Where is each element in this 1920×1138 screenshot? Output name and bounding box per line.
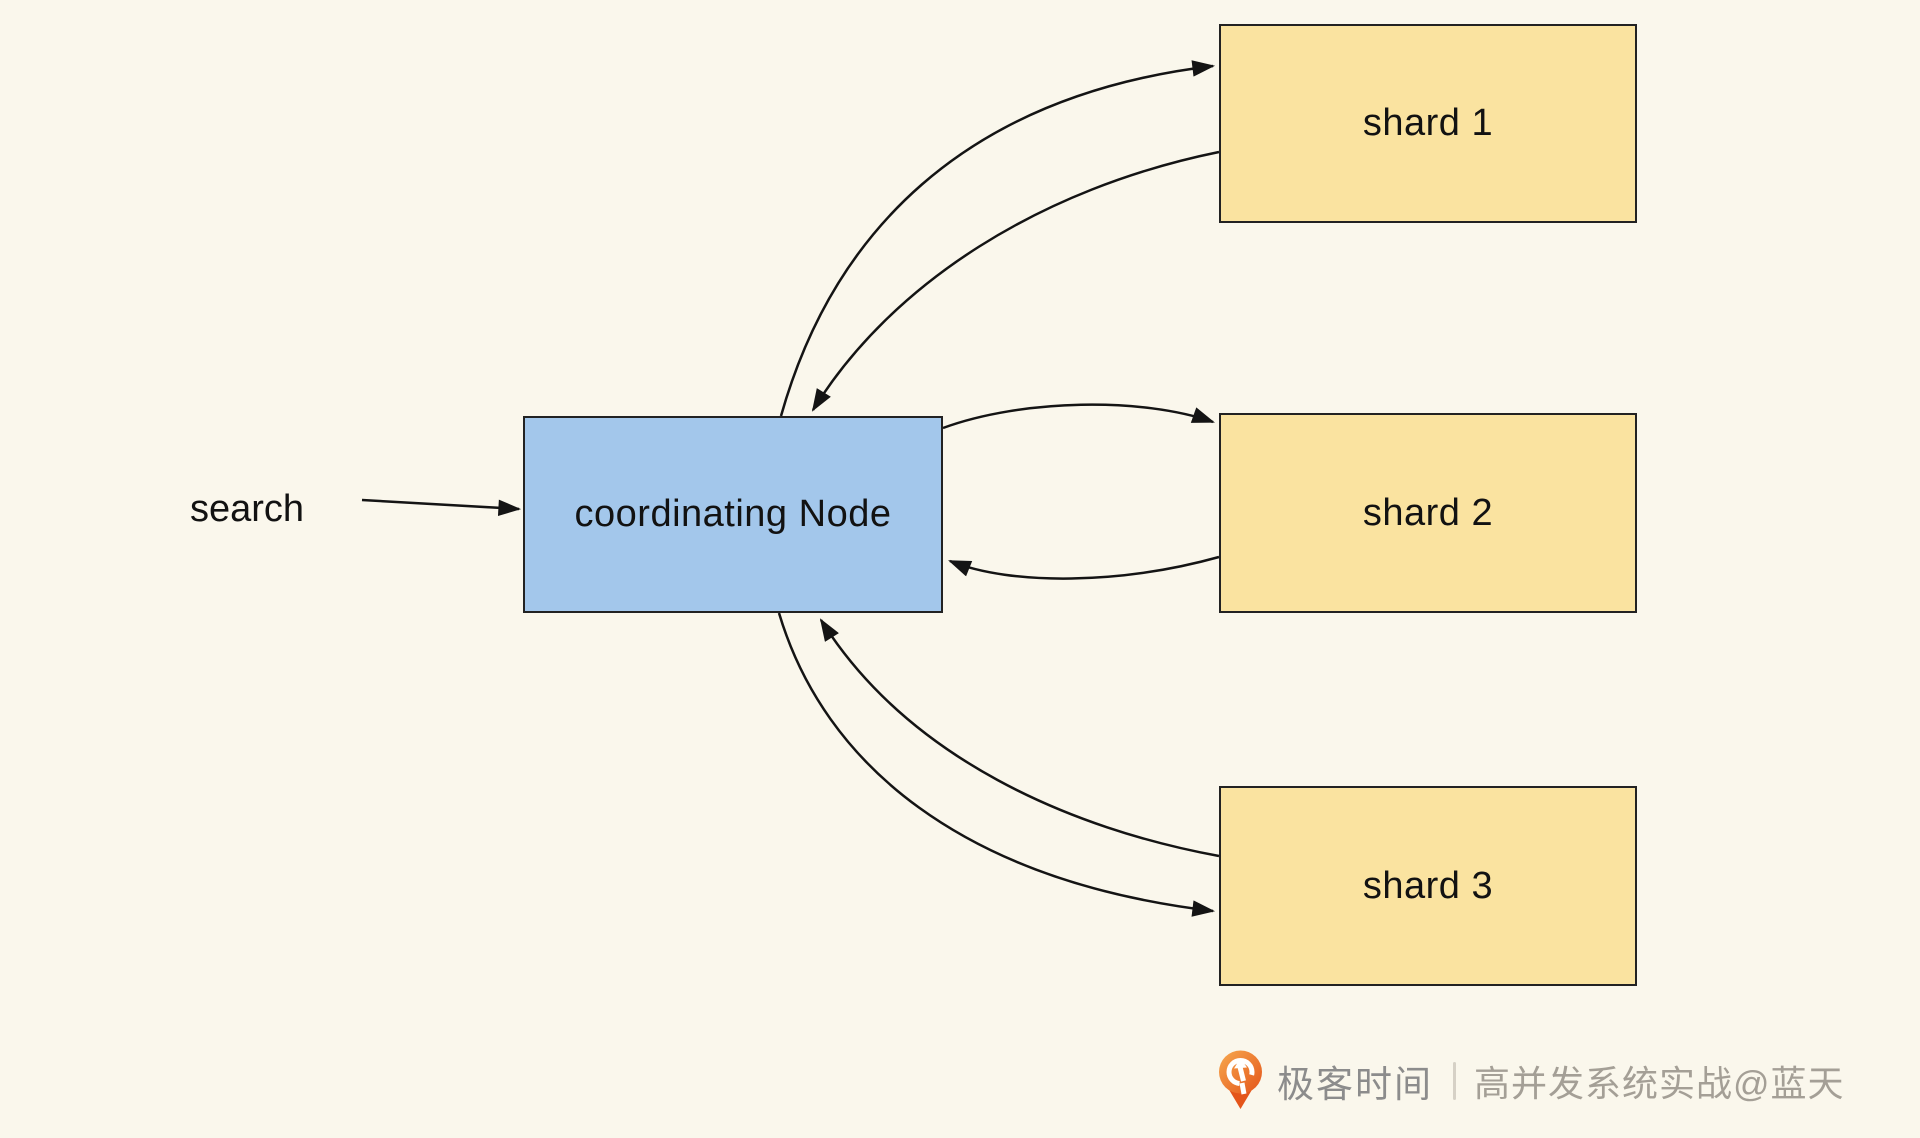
watermark-brand-text: 极客时间 bbox=[1277, 1064, 1433, 1105]
shard-1-box: shard 1 bbox=[1219, 24, 1637, 223]
watermark-divider bbox=[1453, 1062, 1456, 1100]
arrow-coordinator-to-shard3 bbox=[777, 612, 1216, 917]
shard-2-label: shard 2 bbox=[1362, 491, 1494, 534]
arrow-shard1-to-coordinator bbox=[811, 150, 1220, 412]
arrow-shard2-to-coordinator bbox=[948, 555, 1220, 580]
arrow-coordinator-to-shard2 bbox=[942, 403, 1215, 430]
arrow-search-to-coordinator bbox=[361, 498, 522, 517]
arrow-coordinator-to-shard1 bbox=[779, 60, 1216, 417]
shard-3-box: shard 3 bbox=[1219, 786, 1637, 986]
watermark: 极客时间 高并发系统实战@蓝天 bbox=[1217, 1050, 1845, 1112]
search-label: search bbox=[189, 488, 305, 530]
arrow-shard3-to-coordinator bbox=[819, 618, 1220, 858]
shard-1-label: shard 1 bbox=[1362, 102, 1494, 144]
shard-2-box: shard 2 bbox=[1219, 413, 1637, 613]
shard-3-label: shard 3 bbox=[1362, 864, 1494, 907]
coordinating-node-box: coordinating Node bbox=[523, 416, 943, 613]
geektime-logo-icon bbox=[1219, 1050, 1262, 1109]
watermark-credit-text: 高并发系统实战@蓝天 bbox=[1474, 1063, 1845, 1104]
coordinating-node-label: coordinating Node bbox=[574, 493, 892, 535]
